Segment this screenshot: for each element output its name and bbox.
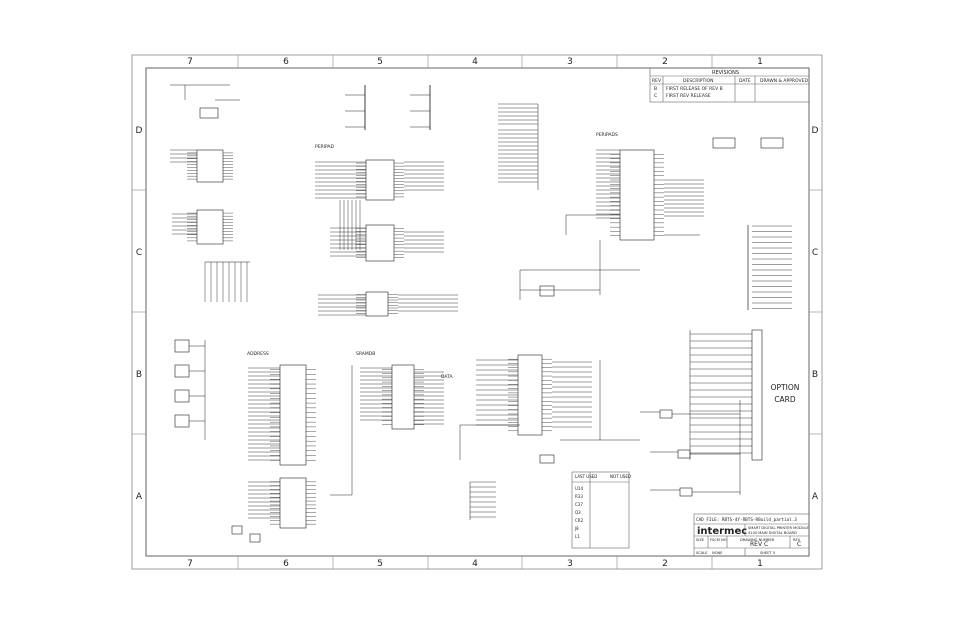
block-label-address: ADDRESS bbox=[247, 351, 269, 357]
revision-value: C bbox=[797, 541, 801, 548]
option-card-label: OPTION bbox=[771, 383, 800, 392]
col-label-bottom: 4 bbox=[472, 559, 478, 569]
revisions-header: DRAWN & APPROVED bbox=[760, 78, 808, 84]
row-label-left: C bbox=[136, 248, 142, 258]
title-block bbox=[693, 513, 810, 557]
rev-label: REV bbox=[793, 538, 801, 542]
schematic-wires bbox=[170, 84, 792, 543]
row-label-right: C bbox=[812, 248, 818, 258]
block-label-peripads: PERIPADS bbox=[596, 132, 618, 138]
col-label-bottom: 5 bbox=[377, 559, 383, 569]
revisions-table bbox=[649, 67, 810, 103]
legend-row: R33 bbox=[575, 494, 583, 499]
legend-row: J8 bbox=[574, 526, 579, 531]
title-line: 4100 MAIN DIGITAL BOARD bbox=[748, 531, 797, 535]
col-label-top: 6 bbox=[283, 57, 289, 67]
dwg-label: DRAWING NUMBER bbox=[740, 538, 775, 542]
col-label-top: 4 bbox=[472, 57, 478, 67]
legend-header: LAST USED bbox=[575, 474, 597, 479]
legend-row: CR2 bbox=[575, 518, 584, 523]
col-label-top: 1 bbox=[757, 57, 763, 67]
title-line: SMART DIGITAL PRINTER MODULE bbox=[748, 526, 809, 530]
revisions-desc: FIRST REV RELEASE bbox=[666, 93, 711, 99]
legend-header: NOT USED bbox=[610, 474, 631, 479]
cad-file-label: CAD FILE: RBTS-4Y-RBTS-RBuild_partial.3 bbox=[696, 517, 797, 523]
revisions-header: DESCRIPTION bbox=[683, 78, 713, 84]
col-label-top: 5 bbox=[377, 57, 383, 67]
row-label-left: B bbox=[136, 370, 142, 380]
legend-row: Q3 bbox=[575, 510, 581, 515]
row-label-right: A bbox=[812, 492, 819, 502]
drawing-number: REV C bbox=[750, 541, 768, 548]
row-label-left: D bbox=[136, 126, 143, 136]
legend-row: L1 bbox=[575, 534, 580, 539]
block-label-peripad: PERIPAD bbox=[315, 144, 335, 150]
col-label-bottom: 6 bbox=[283, 559, 289, 569]
legend-row: U14 bbox=[575, 486, 583, 491]
col-label-bottom: 3 bbox=[567, 559, 573, 569]
sheet-label: SHEET 5 bbox=[760, 551, 775, 555]
option-card-label: CARD bbox=[774, 395, 796, 404]
scale-value: NONE bbox=[712, 551, 723, 555]
row-label-right: D bbox=[812, 126, 819, 136]
col-label-top: 7 bbox=[187, 57, 193, 67]
scale-label: SCALE bbox=[696, 551, 708, 555]
revisions-header: REV bbox=[652, 78, 662, 84]
revisions-rev: C bbox=[654, 93, 657, 99]
fscm-label: FSCM NO bbox=[710, 538, 727, 542]
revisions-desc: FIRST RELEASE OF REV B bbox=[666, 86, 723, 92]
block-label-data: DATA bbox=[441, 374, 454, 380]
revisions-title: REVISIONS bbox=[712, 70, 739, 76]
company-logo: intermec bbox=[697, 526, 747, 537]
col-label-top: 3 bbox=[567, 57, 573, 67]
revisions-rev: B bbox=[654, 86, 657, 92]
col-label-bottom: 2 bbox=[662, 559, 668, 569]
col-label-bottom: 7 bbox=[187, 559, 193, 569]
revisions-header: DATE bbox=[739, 78, 751, 84]
row-label-right: B bbox=[812, 370, 818, 380]
block-label-sramdb: SRAMDB bbox=[356, 351, 375, 357]
size-label: SIZE bbox=[696, 538, 705, 542]
legend-row: C37 bbox=[575, 502, 583, 507]
zone-ticks bbox=[132, 55, 822, 569]
parts-legend bbox=[571, 471, 630, 549]
row-label-left: A bbox=[136, 492, 143, 502]
inner-border bbox=[145, 67, 810, 557]
col-label-bottom: 1 bbox=[757, 559, 763, 569]
col-label-top: 2 bbox=[662, 57, 668, 67]
